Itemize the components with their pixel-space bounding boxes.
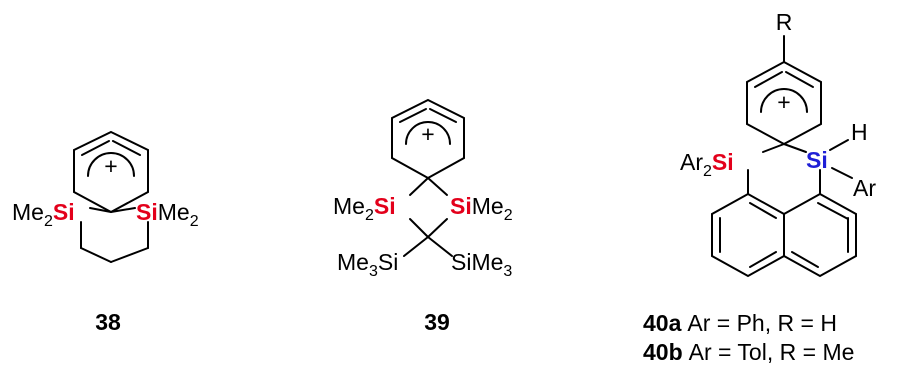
double-bond-40-left (754, 71, 783, 88)
bond-38-si-left (89, 207, 112, 213)
compound-39: + Me2Si SiMe2 Me3Si SiMe3 39 (333, 98, 513, 335)
atom-label-38-right: SiMe2 (136, 199, 199, 230)
double-bond-38-top (81, 140, 110, 156)
bond-39-si-left-c (409, 218, 429, 238)
cation-arc-40 (760, 88, 808, 113)
double-bond-39-right (429, 108, 457, 123)
atom-label-40-left: Ar2Si (680, 149, 734, 180)
atom-label-39-sime3-right: SiMe3 (451, 249, 512, 280)
bond-39-si-left (409, 177, 429, 196)
atom-label-39-left: Me2Si (333, 193, 396, 224)
bond-38-si-right (110, 207, 136, 213)
bond-39-si-right (427, 177, 448, 196)
double-bond-40-right (785, 71, 814, 88)
bond-40-si-h (829, 139, 849, 151)
compound-38: + Me2Si SiMe2 38 (12, 130, 199, 335)
naphthalene-left-ring (711, 192, 785, 278)
bond-39-sime3-right (427, 236, 453, 257)
naph-double-1 (749, 202, 777, 219)
compound-label-38: 38 (95, 309, 121, 335)
compound-40: R + Ar2Si Si H Ar (680, 9, 876, 278)
atom-label-40-h: H (851, 119, 868, 145)
double-bond-38-right (112, 140, 141, 156)
cation-arc-39 (405, 121, 451, 145)
bond-38-chain-2 (80, 247, 112, 263)
plus-charge-39: + (421, 121, 434, 147)
bond-39-sime3-left (403, 236, 429, 257)
naph-double-4 (817, 202, 849, 220)
bond-40-si-right (783, 143, 807, 153)
bond-39-si-right-c (427, 218, 448, 238)
cation-arc-38 (87, 152, 135, 177)
compound-label-39: 39 (424, 309, 450, 335)
plus-charge-40: + (777, 89, 790, 115)
atom-label-r: R (776, 9, 793, 35)
plus-charge-38: + (104, 153, 117, 179)
double-bond-39-top (399, 108, 427, 123)
bond-40-si-left (762, 143, 785, 153)
bond-40-si-ar (831, 167, 853, 179)
atom-label-38-left: Me2Si (12, 199, 75, 230)
atom-label-40-ar: Ar (853, 175, 876, 201)
bond-38-chain-3 (110, 247, 149, 263)
naph-double-6 (791, 251, 819, 268)
atom-label-39-sime3-left: Me3Si (337, 249, 398, 280)
atom-label-40-si: Si (806, 147, 828, 173)
naph-double-3 (749, 251, 777, 268)
naphthalene-right-ring (783, 192, 857, 278)
atom-label-39-right: SiMe2 (450, 193, 513, 224)
